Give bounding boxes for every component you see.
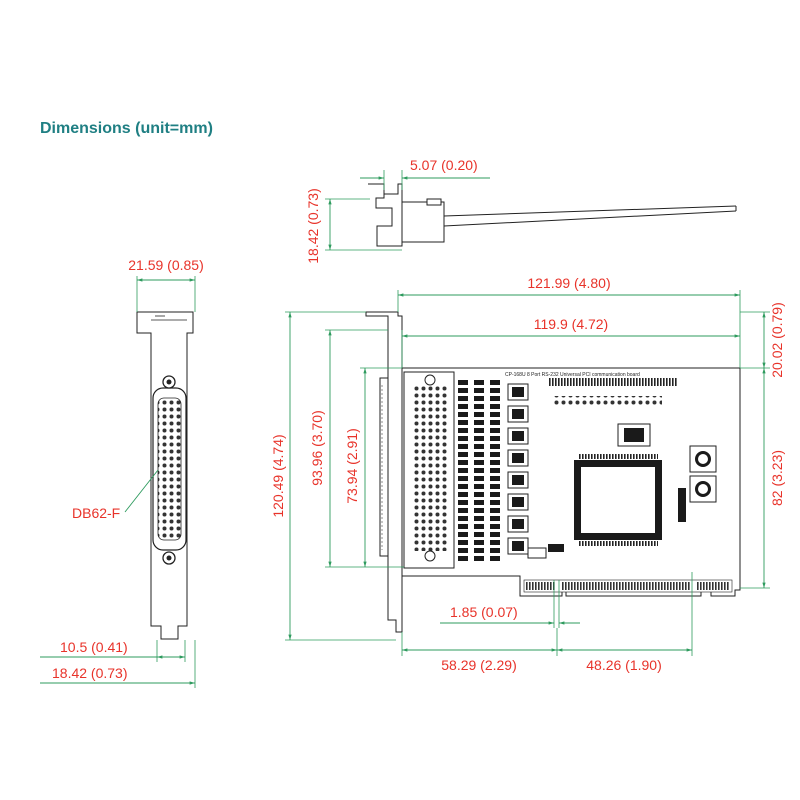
dim-board-height-right: 82 (3.23): [769, 450, 785, 506]
dim-notch-offset: 58.29 (2.29): [441, 657, 517, 673]
bracket-side-view: [136, 311, 194, 640]
dim-top-height: 18.42 (0.73): [305, 188, 321, 264]
db62-connector: [152, 375, 187, 565]
main-board-view: CP-168U 8 Port RS-232 Universal PCI comm…: [365, 311, 741, 633]
dim-notch-width: 1.85 (0.07): [450, 604, 518, 620]
board-label: CP-168U 8 Port RS-232 Universal PCI comm…: [505, 372, 640, 378]
dim-top-gap: 20.02 (0.79): [769, 302, 785, 378]
dim-tab-width: 10.5 (0.41): [60, 639, 128, 655]
page-title: Dimensions (unit=mm): [40, 120, 213, 137]
dim-height-a: 93.96 (3.70): [309, 410, 325, 486]
dim-overall-height: 120.49 (4.74): [270, 434, 286, 517]
connector-label: DB62-F: [72, 505, 120, 521]
dim-board-length-inner: 119.9 (4.72): [534, 316, 608, 332]
dim-height-b: 73.94 (2.91): [344, 428, 360, 504]
top-view: [368, 183, 737, 247]
dim-bracket-width: 21.59 (0.85): [128, 257, 204, 273]
dim-bracket-bottom: 18.42 (0.73): [52, 665, 128, 681]
dim-top-offset: 5.07 (0.20): [410, 157, 478, 173]
dim-board-length: 121.99 (4.80): [527, 275, 610, 291]
dim-key-spacing: 48.26 (1.90): [586, 657, 662, 673]
